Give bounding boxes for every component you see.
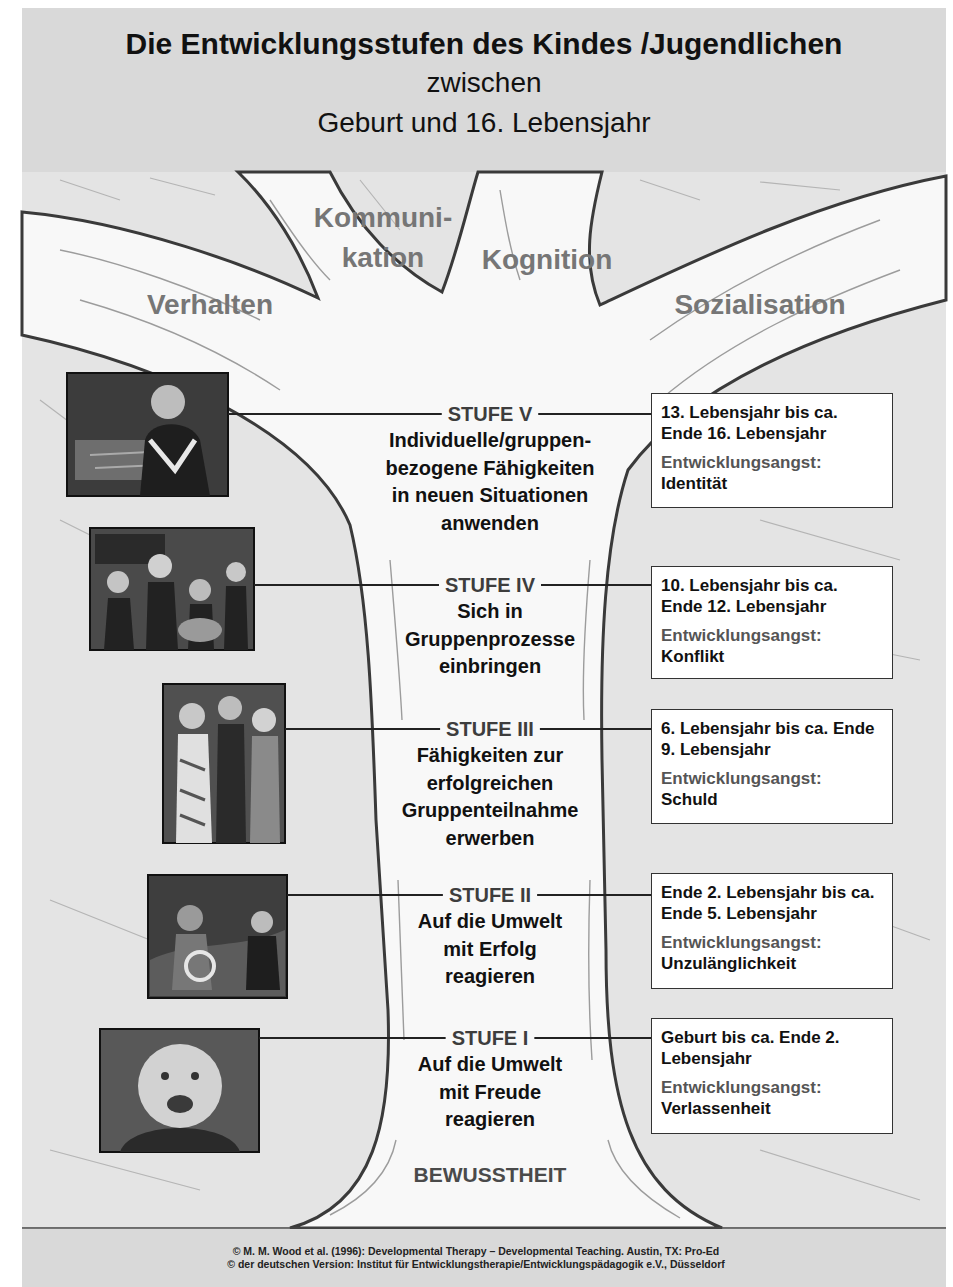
fear-name: Verlassenheit	[661, 1098, 883, 1119]
subtitle: Geburt und 16. Lebensjahr	[317, 107, 650, 139]
branch-label: Kognition	[482, 240, 613, 280]
photo	[90, 528, 254, 650]
footer-band	[22, 1229, 946, 1287]
fear-heading: Entwicklungsangst:	[661, 932, 883, 953]
age-box: 13. Lebensjahr bis ca. Ende 16. Lebensja…	[651, 393, 893, 508]
leader-line	[537, 894, 570, 896]
leader-line	[538, 413, 600, 415]
fear-name: Schuld	[661, 789, 883, 810]
age-range: Ende 2. Lebensjahr bis ca. Ende 5. Leben…	[661, 882, 883, 924]
stage-description: Auf die Umwelt mit Erfolg reagieren	[410, 908, 570, 991]
root-label: BEWUSSTHEIT	[414, 1163, 567, 1187]
fear-name: Konflikt	[661, 646, 883, 667]
age-range: 10. Lebensjahr bis ca. Ende 12. Lebensja…	[661, 575, 883, 617]
stage-description: Fähigkeiten zur erfolgreichen Gruppentei…	[390, 742, 590, 852]
stage-number: STUFE V	[448, 401, 532, 427]
age-box: 6. Lebensjahr bis ca. Ende 9. Lebensjahr…	[651, 709, 893, 824]
stage-number: STUFE I	[452, 1025, 529, 1051]
leader-line	[228, 413, 442, 415]
leader-line	[259, 1037, 446, 1039]
connector-line	[590, 728, 651, 730]
tree-ground	[22, 172, 946, 1228]
age-range: 6. Lebensjahr bis ca. Ende 9. Lebensjahr	[661, 718, 883, 760]
stage-block: STUFE IAuf die Umwelt mit Freude reagier…	[410, 1025, 570, 1134]
stage-number: STUFE II	[449, 882, 531, 908]
leader-line	[285, 728, 440, 730]
photo	[163, 684, 285, 843]
leader-line	[541, 584, 585, 586]
photo	[67, 373, 228, 496]
leader-line	[287, 894, 443, 896]
stage-number: STUFE IV	[445, 572, 535, 598]
connector-line	[585, 584, 651, 586]
copyright-note: © M. M. Wood et al. (1996): Developmenta…	[233, 1245, 720, 1257]
fear-heading: Entwicklungsangst:	[661, 452, 883, 473]
photo	[100, 1029, 259, 1152]
photo	[148, 875, 287, 998]
connector-line	[600, 413, 651, 415]
footer-rule	[22, 1227, 946, 1229]
stage-description: Individuelle/gruppen- bezogene Fähigkeit…	[380, 427, 600, 537]
branch-label: Kommuni- kation	[303, 198, 463, 278]
fear-heading: Entwicklungsangst:	[661, 1077, 883, 1098]
stage-block: STUFE IIIFähigkeiten zur erfolgreichen G…	[390, 716, 590, 852]
bark-texture	[60, 190, 900, 1218]
age-box: 10. Lebensjahr bis ca. Ende 12. Lebensja…	[651, 566, 893, 679]
title-text: Die Entwicklungsstufen des Kindes /Jugen…	[126, 27, 843, 61]
stage-description: Auf die Umwelt mit Freude reagieren	[410, 1051, 570, 1134]
copyright-note: © der deutschen Version: Institut für En…	[227, 1258, 724, 1270]
age-box: Geburt bis ca. Ende 2. LebensjahrEntwick…	[651, 1018, 893, 1134]
fear-heading: Entwicklungsangst:	[661, 768, 883, 789]
title-band	[22, 8, 946, 172]
stage-block: STUFE IVSich in Gruppenprozesse einbring…	[395, 572, 585, 681]
stage-block: STUFE VIndividuelle/gruppen- bezogene Fä…	[380, 401, 600, 537]
fear-name: Identität	[661, 473, 883, 494]
leader-line	[254, 584, 439, 586]
age-range: 13. Lebensjahr bis ca. Ende 16. Lebensja…	[661, 402, 883, 444]
connector-line	[570, 1037, 651, 1039]
fear-heading: Entwicklungsangst:	[661, 625, 883, 646]
branch-label: Sozialisation	[674, 285, 845, 325]
subtitle: zwischen	[426, 67, 541, 99]
connector-line	[570, 894, 651, 896]
stage-description: Sich in Gruppenprozesse einbringen	[395, 598, 585, 681]
stage-number: STUFE III	[446, 716, 534, 742]
branch-label: Verhalten	[147, 285, 273, 325]
age-box: Ende 2. Lebensjahr bis ca. Ende 5. Leben…	[651, 873, 893, 989]
fear-name: Unzulänglichkeit	[661, 953, 883, 974]
leader-line	[540, 728, 590, 730]
leader-line	[534, 1037, 570, 1039]
stage-block: STUFE IIAuf die Umwelt mit Erfolg reagie…	[410, 882, 570, 991]
age-range: Geburt bis ca. Ende 2. Lebensjahr	[661, 1027, 883, 1069]
tree-outline	[22, 172, 946, 1228]
